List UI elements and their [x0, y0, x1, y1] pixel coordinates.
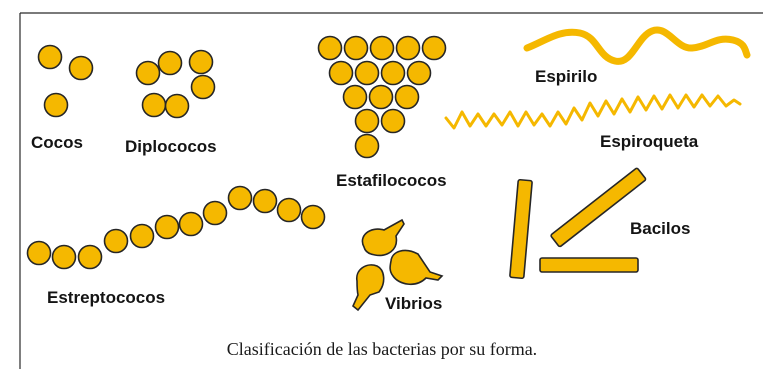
- espirilo-spiral: [523, 26, 751, 65]
- label-diplococos: Diplococos: [125, 137, 217, 156]
- label-bacilos: Bacilos: [630, 219, 691, 238]
- espiroqueta-spiral: [444, 93, 742, 130]
- label-espiroqueta: Espiroqueta: [600, 132, 699, 151]
- diplococos-cells: [135, 49, 216, 119]
- cocos-cells: [37, 44, 94, 118]
- vibrios-cells: [352, 218, 444, 312]
- label-vibrios: Vibrios: [385, 294, 443, 313]
- figure-caption: Clasificación de las bacterias por su fo…: [226, 339, 538, 359]
- bacilos-rods: [509, 167, 647, 280]
- label-cocos: Cocos: [31, 133, 83, 152]
- label-estreptococos: Estreptococos: [47, 288, 166, 307]
- estreptococos-cells: [26, 185, 326, 270]
- estafilococos-cells: [317, 35, 447, 159]
- label-espirilo: Espirilo: [535, 67, 598, 86]
- label-estafilococos: Estafilococos: [336, 171, 447, 190]
